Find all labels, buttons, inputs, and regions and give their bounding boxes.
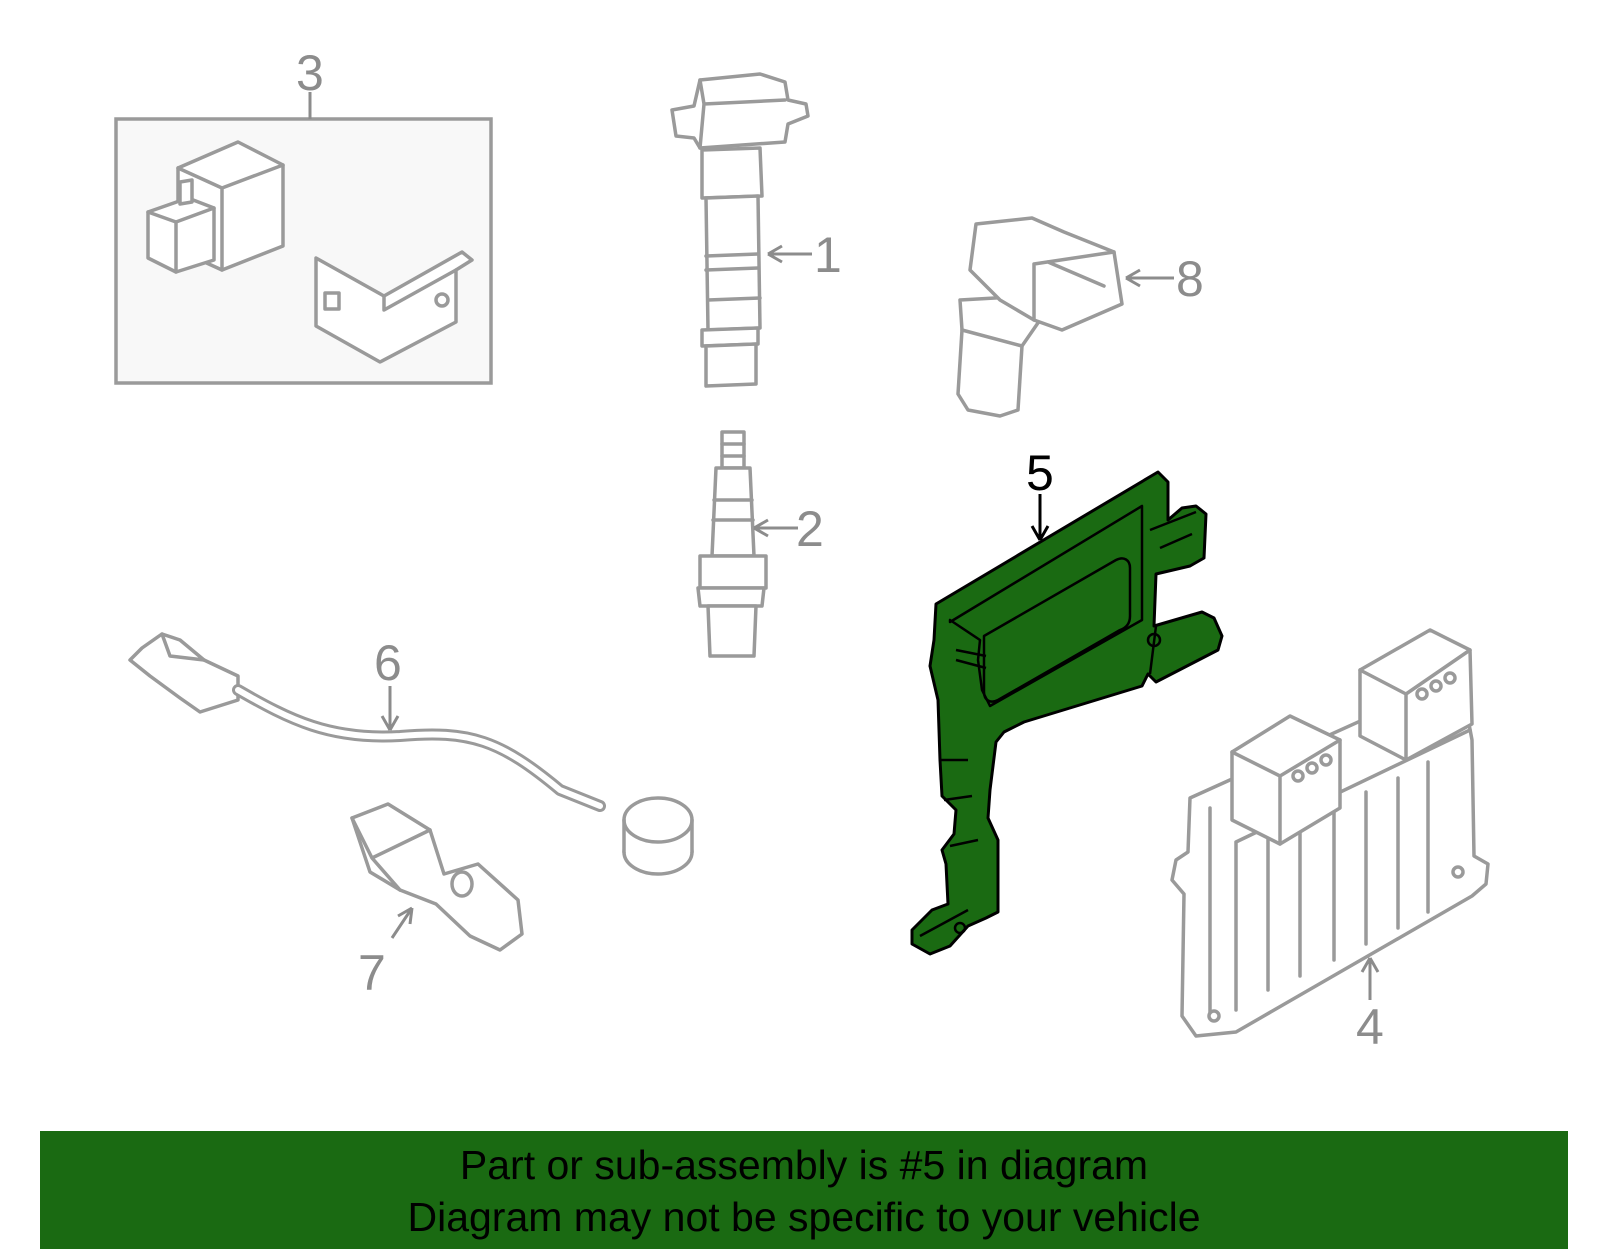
callout-1: 1 xyxy=(814,227,842,283)
part-5-ecm-bracket-highlighted[interactable] xyxy=(910,470,1224,956)
part-3-sensor-kit[interactable] xyxy=(114,117,493,385)
part-6-knock-sensor[interactable] xyxy=(128,632,694,876)
callout-8: 8 xyxy=(1176,251,1204,307)
part-7-crank-sensor[interactable] xyxy=(350,802,524,952)
banner-line-2: Diagram may not be specific to your vehi… xyxy=(407,1194,1201,1240)
parts-diagram: 3 1 2 8 xyxy=(114,45,1490,1055)
part-8-sensor[interactable] xyxy=(956,216,1124,418)
part-4-ecu[interactable] xyxy=(1170,628,1490,1038)
part-1-ignition-coil[interactable] xyxy=(670,72,810,388)
callout-7: 7 xyxy=(358,945,386,1001)
callout-2: 2 xyxy=(796,501,824,557)
part-2-spark-plug[interactable] xyxy=(696,430,768,658)
banner-line-1: Part or sub-assembly is #5 in diagram xyxy=(459,1142,1149,1188)
callout-3: 3 xyxy=(296,45,324,101)
callout-6: 6 xyxy=(374,635,402,691)
callout-4: 4 xyxy=(1356,999,1384,1055)
callout-5: 5 xyxy=(1026,445,1054,501)
info-banner: Part or sub-assembly is #5 in diagram Di… xyxy=(40,1131,1568,1249)
